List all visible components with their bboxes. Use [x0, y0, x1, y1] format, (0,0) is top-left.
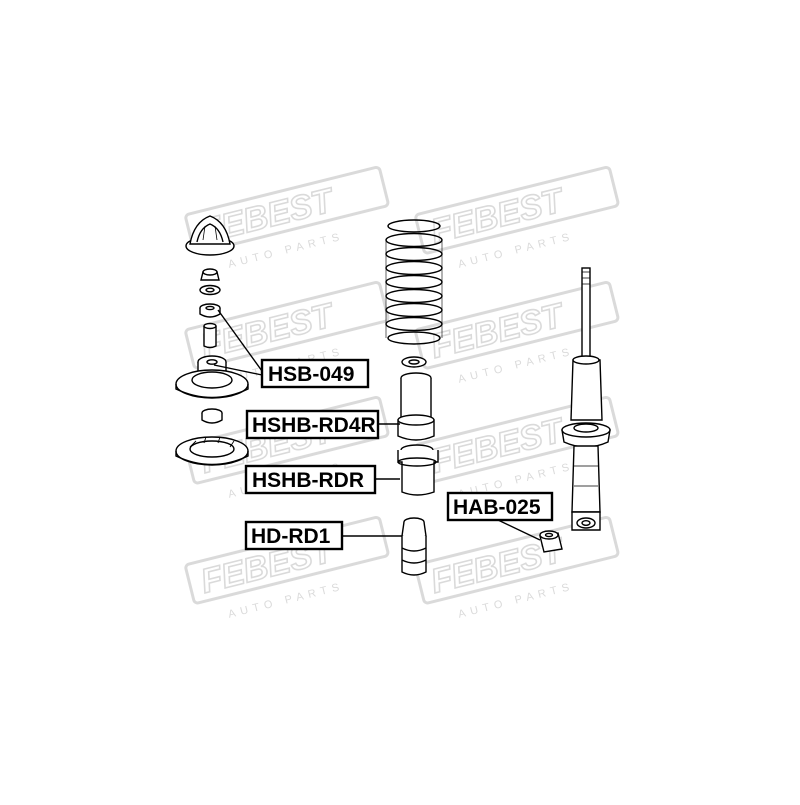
lower-bushing-part	[201, 408, 223, 424]
label-hd-rd1[interactable]: HD-RD1	[244, 520, 344, 551]
label-text-hshb-rd4r: HSHB-RD4R	[252, 414, 376, 437]
spring-seat-part	[175, 436, 249, 466]
lower-eye-part	[571, 511, 601, 531]
label-hshb-rdr[interactable]: HSHB-RDR	[244, 464, 377, 495]
arm-bushing-part	[539, 530, 563, 553]
dust-boot-upper-part	[397, 372, 435, 441]
leader-hsb-049-b	[213, 364, 263, 376]
lower-body-part	[571, 445, 601, 513]
shock-body-part	[570, 355, 603, 421]
spring-perch-part	[561, 422, 611, 448]
label-text-hsb-049: HSB-049	[268, 363, 354, 386]
bump-stop-part	[401, 517, 427, 576]
label-text-hshb-rdr: HSHB-RDR	[252, 469, 364, 492]
label-hab-025[interactable]: HAB-025	[446, 491, 554, 522]
shock-absorber	[539, 267, 611, 553]
dust-boot-lower-part	[397, 444, 439, 496]
collar-sleeve-part	[203, 322, 217, 349]
mount-plate-part	[175, 369, 249, 399]
leader-hab-025	[497, 519, 541, 541]
label-text-hd-rd1: HD-RD1	[251, 525, 331, 548]
label-text-hab-025: HAB-025	[453, 496, 541, 519]
piston-rod-part	[581, 267, 591, 369]
coil-spring-part	[385, 219, 443, 345]
nut-part	[200, 268, 220, 281]
label-hshb-rd4r[interactable]: HSHB-RD4R	[245, 409, 380, 440]
leader-lines	[213, 309, 541, 541]
spring-assembly	[385, 219, 443, 576]
leader-hsb-049-a	[217, 309, 263, 372]
label-hsb-049[interactable]: HSB-049	[260, 358, 370, 389]
upper-bushing-part	[199, 303, 221, 318]
dust-cap-part	[185, 215, 235, 256]
spring-pad-part	[401, 356, 427, 368]
washer-part	[199, 284, 221, 296]
